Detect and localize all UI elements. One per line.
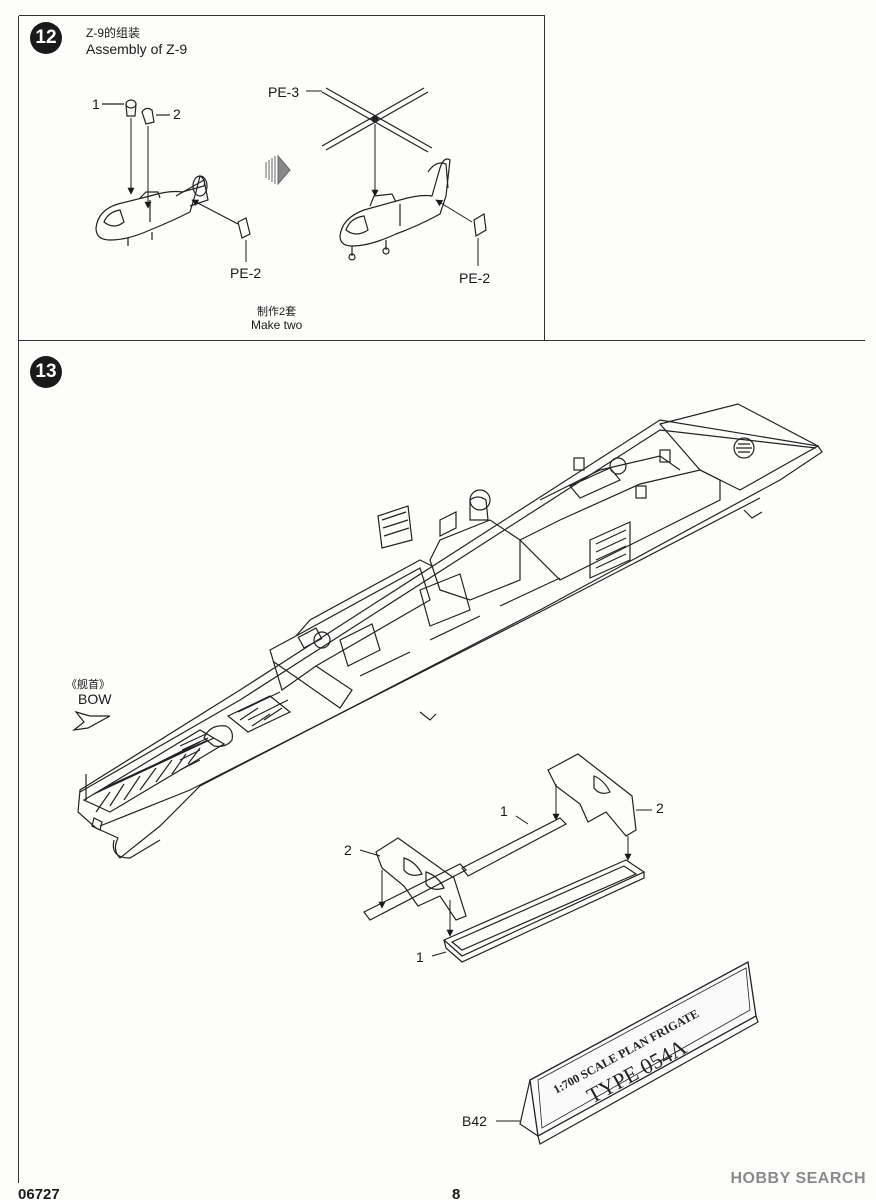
step-arrow-icon xyxy=(265,154,291,186)
pe3-label: PE-3 xyxy=(268,84,300,100)
stand-part-2-right: 2 xyxy=(656,800,664,816)
pe2-right-piece xyxy=(473,213,487,237)
pe2-left-label: PE-2 xyxy=(230,265,262,281)
nameplate-b42: 1:700 SCALE PLAN FRIGATE TYPE 054A xyxy=(519,960,759,1145)
part-1-label: 1 xyxy=(92,96,100,112)
display-stand xyxy=(363,753,646,963)
radar-array xyxy=(377,505,413,549)
step-12-title-cn: Z-9的组装 xyxy=(86,26,141,40)
bow-label-cn: 《舰首》 xyxy=(66,679,110,691)
part-2-label: 2 xyxy=(173,106,181,122)
step-12-title-en: Assembly of Z-9 xyxy=(86,41,188,57)
part-1-piece xyxy=(102,99,137,117)
frigate-hull xyxy=(77,403,823,859)
step-12-badge: 12 xyxy=(30,22,62,54)
bow-arrow-icon xyxy=(71,710,111,731)
pe2-right-label: PE-2 xyxy=(459,270,491,286)
bow-label-en: BOW xyxy=(78,691,112,707)
footer-product-code: 06727 xyxy=(18,1186,60,1203)
stand-part-2-left: 2 xyxy=(344,842,352,858)
stand-part-1-bottom: 1 xyxy=(416,949,424,965)
rotor-pe3 xyxy=(321,87,433,153)
pe2-left-piece xyxy=(237,217,251,239)
step-13-badge: 13 xyxy=(30,356,62,388)
step-13-panel xyxy=(18,340,865,1183)
step-12-divider xyxy=(544,16,545,340)
stand-part-1-top: 1 xyxy=(500,803,508,819)
watermark: HOBBY SEARCH xyxy=(730,1170,866,1187)
part-2-piece xyxy=(141,107,170,125)
make-two-cn: 制作2套 xyxy=(257,306,297,318)
nameplate-part-label: B42 xyxy=(462,1113,487,1129)
make-two-en: Make two xyxy=(251,318,303,332)
z9-helicopter-left xyxy=(95,175,209,246)
z9-helicopter-right xyxy=(339,158,451,261)
main-gun xyxy=(179,725,233,751)
footer-page-number: 8 xyxy=(452,1186,461,1203)
vls-cells xyxy=(226,691,292,733)
